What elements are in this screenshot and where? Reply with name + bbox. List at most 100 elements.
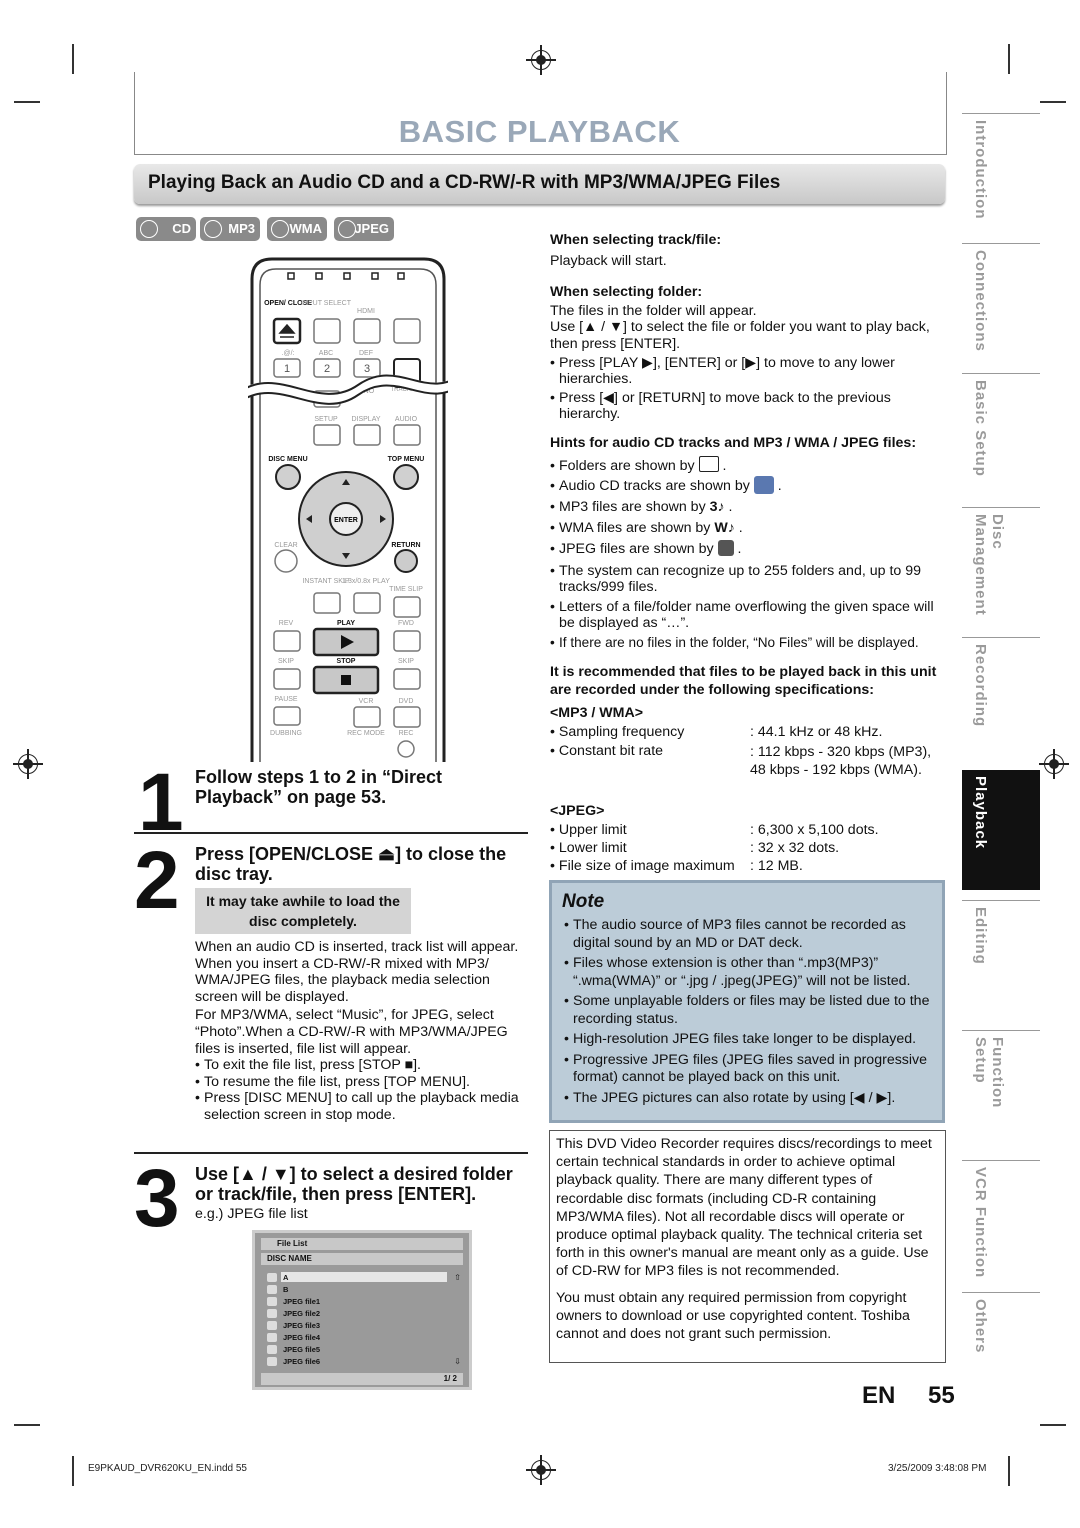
- step-number: 2: [134, 835, 180, 926]
- mp3-file-icon: 3♪: [709, 499, 725, 516]
- list-item: MP3 files are shown by 3♪ .: [550, 497, 945, 518]
- remote-audio: AUDIO: [395, 416, 418, 423]
- list-item[interactable]: A: [283, 1273, 289, 1282]
- remote-return: RETURN: [391, 542, 420, 549]
- disc-jpeg-icon: JPEG: [334, 217, 394, 241]
- list-item: Audio CD tracks are shown by .: [550, 476, 945, 497]
- spec-row: • Sampling frequency : 44.1 kHz or 48 kH…: [550, 724, 945, 743]
- side-tab-disc-management[interactable]: Disc Management: [962, 507, 1040, 630]
- crop-mark: [1040, 1424, 1066, 1426]
- list-item: If there are no files in the folder, “No…: [550, 635, 945, 652]
- side-tab-introduction[interactable]: Introduction: [962, 113, 1040, 236]
- remote-instant-skip: INSTANT SKIP: [302, 578, 350, 585]
- remote-play-speed: 1.3x/0.8x PLAY: [342, 578, 390, 585]
- remote-fwd: FWD: [398, 620, 414, 627]
- step-paragraph: For MP3/WMA, select “Music”, for JPEG, s…: [195, 1007, 508, 1057]
- crop-mark: [1008, 44, 1010, 74]
- list-item: The JPEG pictures can also rotate by usi…: [564, 1090, 936, 1108]
- jpeg-file-icon: [267, 1357, 277, 1366]
- remote-pause: PAUSE: [274, 696, 298, 703]
- list-item[interactable]: B: [283, 1285, 289, 1294]
- remote-key-2: 2: [324, 363, 330, 375]
- remote-rev: REV: [279, 620, 294, 627]
- crop-mark: [72, 44, 74, 74]
- list-item: The system can recognize up to 255 folde…: [550, 563, 945, 596]
- spec-key: • Upper limit: [550, 821, 627, 838]
- remote-vcr: VCR: [359, 698, 374, 705]
- language-label: EN: [862, 1382, 896, 1409]
- crop-mark: [72, 1456, 74, 1486]
- spec-value: : 44.1 kHz or 48 kHz.: [750, 724, 883, 741]
- subheading: Hints for audio CD tracks and MP3 / WMA …: [550, 434, 917, 451]
- example-caption: e.g.) JPEG file list: [195, 1206, 308, 1222]
- remote-skip-left: SKIP: [278, 658, 294, 665]
- disc-mp3-icon: MP3: [200, 217, 260, 241]
- step-number: 1: [138, 757, 184, 848]
- side-tab-others[interactable]: Others: [962, 1292, 1040, 1415]
- spec-row: • Constant bit rate : 112 kbps - 320 kbp…: [550, 743, 945, 801]
- footer-date: 3/25/2009 3:48:08 PM: [888, 1463, 987, 1474]
- side-tab-connections[interactable]: Connections: [962, 243, 1040, 366]
- page-number: 55: [928, 1382, 955, 1409]
- side-tab-function-setup[interactable]: Function Setup: [962, 1030, 1040, 1153]
- spec-row: • Lower limit : 32 x 32 dots.: [550, 840, 945, 858]
- subheading: It is recommended that files to be playe…: [550, 664, 937, 699]
- remote-clear: CLEAR: [274, 542, 297, 549]
- registration-mark-icon: [13, 749, 43, 779]
- list-item: Press [DISC MENU] to call up the playbac…: [195, 1090, 528, 1123]
- remote-top-menu: TOP MENU: [388, 456, 425, 463]
- side-tab-recording[interactable]: Recording: [962, 637, 1040, 760]
- folder-icon: [698, 455, 719, 472]
- list-item: Press [◀] or [RETURN] to move back to th…: [550, 390, 945, 423]
- section-title: Playing Back an Audio CD and a CD-RW/-R …: [148, 172, 781, 193]
- page-title: BASIC PLAYBACK: [398, 114, 681, 149]
- remote-mno: MNO: [358, 388, 375, 395]
- crop-mark: [1040, 101, 1066, 103]
- registration-mark-icon: [526, 1455, 556, 1485]
- remote-hdmi: HDMI: [357, 308, 375, 315]
- scroll-down-icon[interactable]: ⇩: [454, 1357, 461, 1366]
- spec-row: • Upper limit : 6,300 x 5,100 dots.: [550, 822, 945, 840]
- step-highlight: It may take awhile to load the disc comp…: [195, 888, 411, 934]
- jpeg-file-icon: [267, 1345, 277, 1354]
- step-paragraph: When an audio CD is inserted, track list…: [195, 939, 519, 955]
- list-item: JPEG files are shown by .: [550, 539, 945, 560]
- list-item[interactable]: JPEG file5: [283, 1345, 321, 1354]
- step-divider: [134, 832, 528, 834]
- list-item[interactable]: JPEG file1: [283, 1297, 321, 1306]
- crop-mark: [14, 101, 40, 103]
- remote-display: DISPLAY: [351, 416, 380, 423]
- side-tab-editing[interactable]: Editing: [962, 900, 1040, 1023]
- side-tab-playback[interactable]: Playback: [962, 770, 1040, 890]
- footer-file: E9PKAUD_DVR620KU_EN.indd 55: [88, 1463, 247, 1474]
- jpeg-file-icon: [267, 1321, 277, 1330]
- remote-dvd: DVD: [399, 698, 414, 705]
- list-item[interactable]: JPEG file2: [283, 1309, 321, 1318]
- spec-key: • Lower limit: [550, 839, 627, 856]
- folder-icon: [267, 1273, 277, 1282]
- remote-input-select: INPUT SELECT: [301, 300, 352, 307]
- side-tab-vcr-function[interactable]: VCR Function: [962, 1160, 1040, 1283]
- spec-key: • File size of image maximum: [550, 857, 735, 874]
- file-list-cursor: [281, 1272, 447, 1282]
- list-item: The audio source of MP3 files cannot be …: [564, 917, 936, 952]
- remote-skip-right: SKIP: [398, 658, 414, 665]
- step-title: Press [OPEN/CLOSE ⏏] to close the disc t…: [195, 844, 507, 884]
- remote-control-illustration: OPEN/ CLOSE INPUT SELECT HDMI .@/: ABC D…: [248, 257, 448, 762]
- file-list-page: 1/ 2: [261, 1373, 463, 1385]
- remote-stop: STOP: [337, 658, 356, 665]
- disclaimer-paragraph: You must obtain any required permission …: [556, 1290, 910, 1343]
- scroll-up-icon[interactable]: ⇧: [454, 1273, 461, 1282]
- list-item[interactable]: JPEG file3: [283, 1321, 321, 1330]
- list-item: Some unplayable folders or files may be …: [564, 993, 936, 1028]
- remote-rec: REC: [399, 730, 414, 737]
- list-item[interactable]: JPEG file6: [283, 1357, 321, 1366]
- list-item[interactable]: JPEG file4: [283, 1333, 321, 1342]
- side-tab-basic-setup[interactable]: Basic Setup: [962, 373, 1040, 496]
- step-number: 3: [134, 1153, 180, 1244]
- remote-key-1: 1: [284, 363, 290, 375]
- list-item: Progressive JPEG files (JPEG files saved…: [564, 1052, 936, 1087]
- jpeg-file-icon: [267, 1297, 277, 1306]
- step-body: When an audio CD is inserted, track list…: [195, 939, 528, 1124]
- remote-key-3: 3: [364, 363, 370, 375]
